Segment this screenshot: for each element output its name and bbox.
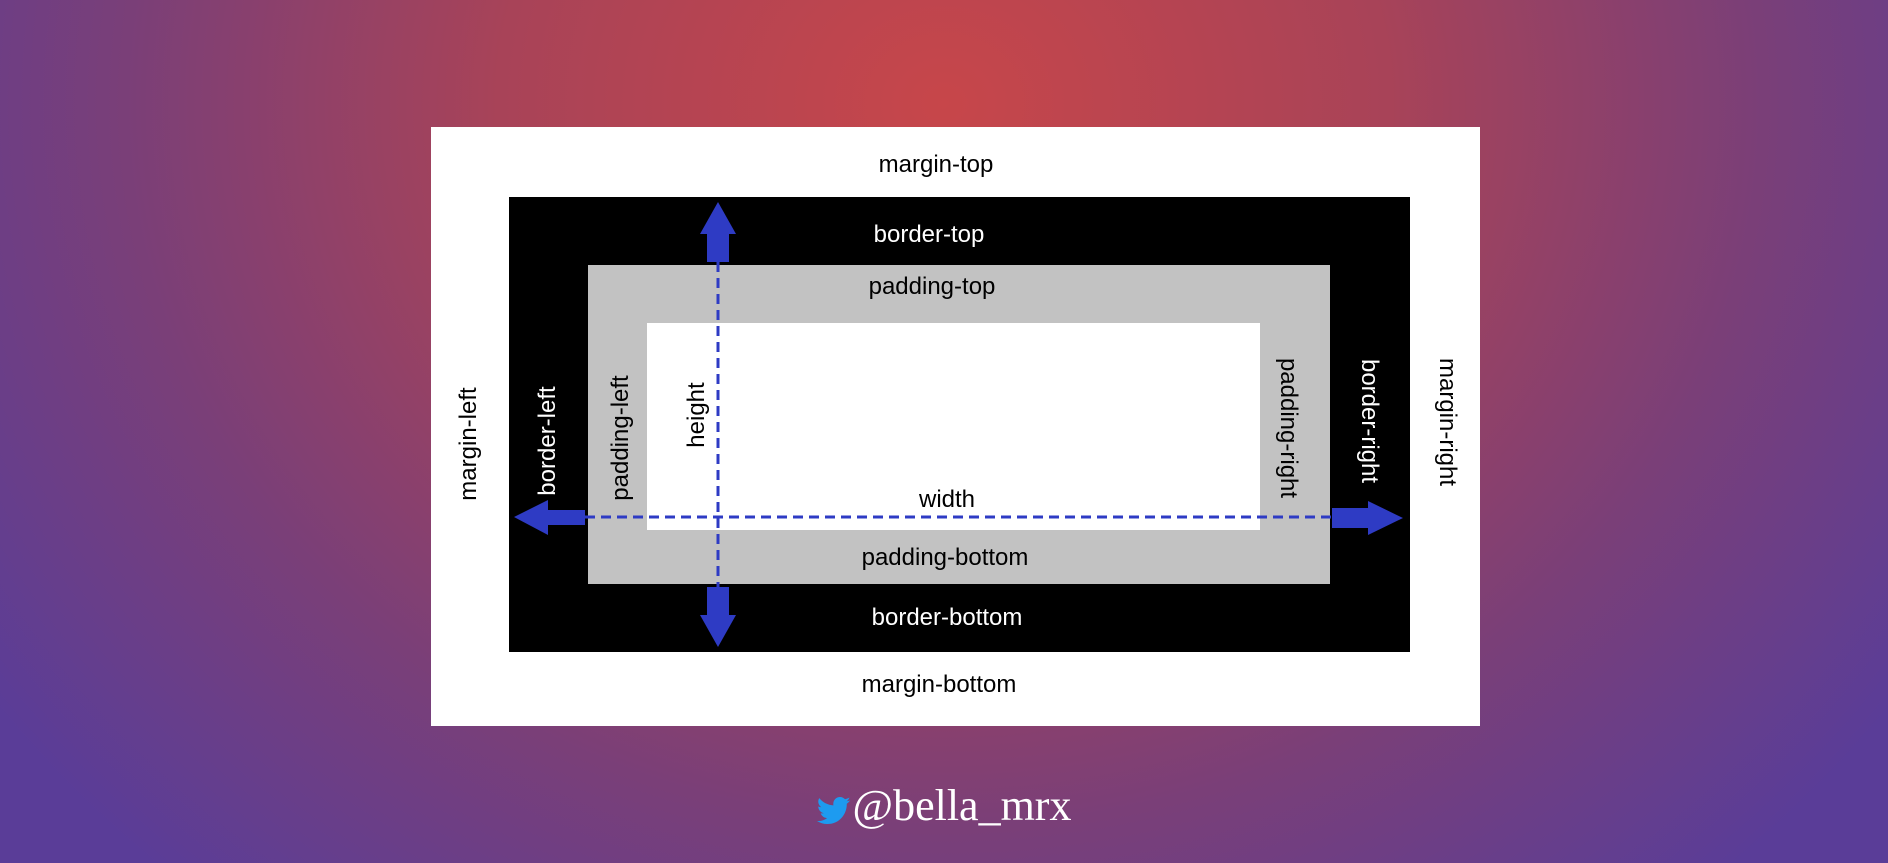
margin-right-label: margin-right (1434, 358, 1461, 486)
padding-left-label: padding-left (607, 375, 634, 501)
padding-right-label: padding-right (1275, 358, 1302, 498)
padding-top-label: padding-top (869, 273, 996, 300)
border-top-label: border-top (874, 221, 985, 248)
author-handle[interactable]: @bella_mrx (852, 781, 1072, 830)
border-left-label: border-left (534, 386, 561, 496)
arrow-left-icon (514, 500, 585, 535)
margin-left-label: margin-left (455, 387, 482, 501)
padding-bottom-label: padding-bottom (862, 544, 1029, 571)
height-label: height (683, 382, 710, 448)
arrow-down-icon (700, 587, 736, 647)
border-right-label: border-right (1356, 359, 1383, 483)
twitter-bird-icon (816, 796, 850, 825)
border-bottom-label: border-bottom (872, 604, 1023, 631)
width-label: width (918, 486, 975, 513)
content-area (647, 323, 1260, 530)
arrow-up-icon (700, 202, 736, 262)
author-credit: @bella_mrx (0, 776, 1888, 836)
margin-top-label: margin-top (879, 151, 994, 178)
arrow-right-icon (1332, 501, 1403, 535)
margin-bottom-label: margin-bottom (862, 671, 1017, 698)
